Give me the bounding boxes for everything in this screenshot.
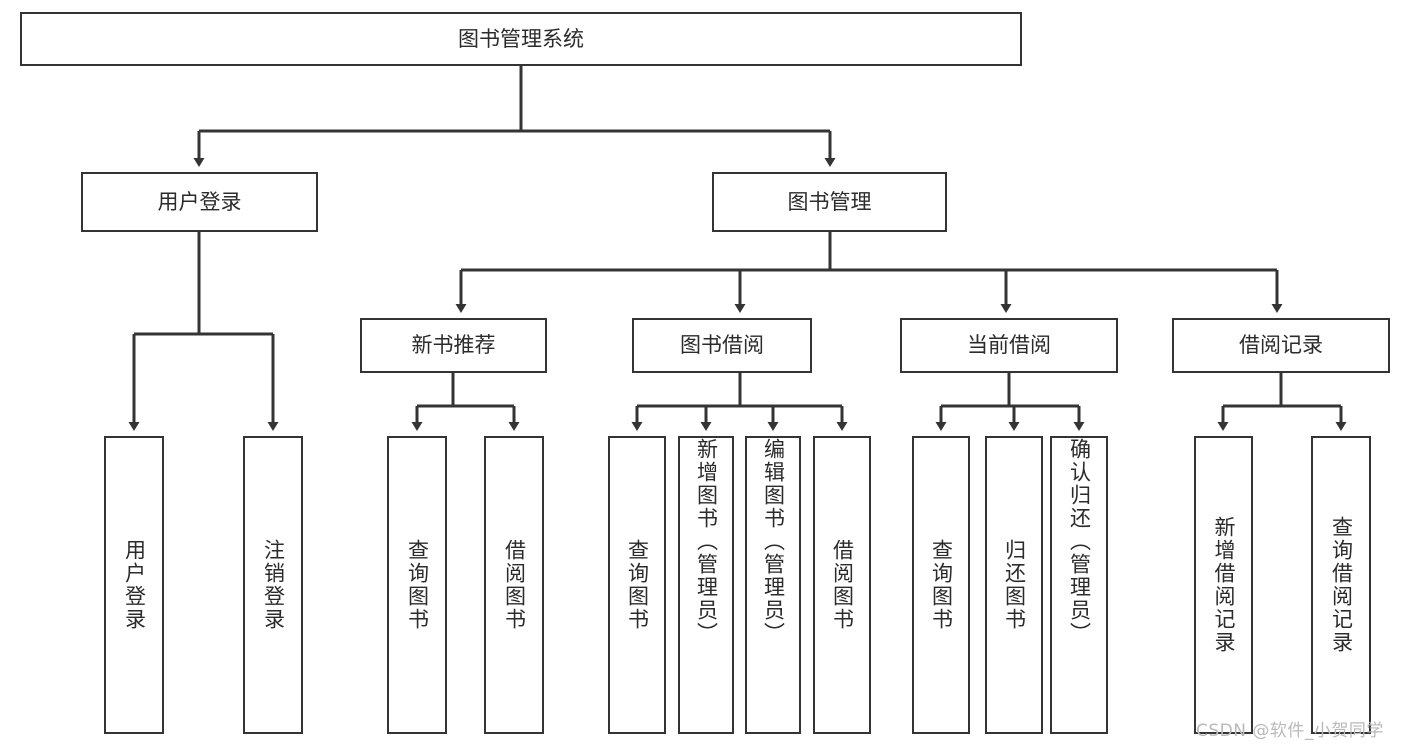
node-user-login-label: 用户登录 — [157, 189, 242, 214]
node-leaf-add-book-admin-label: 新增图书（管理员） — [694, 438, 719, 645]
node-root[interactable]: 图书管理系统 — [20, 12, 1022, 66]
node-leaf-query-borrow-record[interactable]: 查询借阅记录 — [1311, 436, 1371, 734]
node-current-borrow[interactable]: 当前借阅 — [900, 318, 1118, 373]
node-leaf-add-borrow-record-label: 新增借阅记录 — [1212, 516, 1236, 654]
csdn-watermark: CSDN @软件_小贺同学 — [1196, 721, 1384, 741]
node-book-management-label: 图书管理 — [787, 189, 872, 214]
node-leaf-add-borrow-record[interactable]: 新增借阅记录 — [1194, 436, 1253, 734]
node-leaf-edit-book-admin[interactable]: 编辑图书（管理员） — [745, 436, 801, 734]
node-new-book-recommend[interactable]: 新书推荐 — [360, 318, 547, 373]
node-leaf-confirm-return-admin-label: 确认归还（管理员） — [1067, 438, 1092, 645]
node-leaf-borrow-book[interactable]: 借阅图书 — [813, 436, 871, 734]
node-user-login[interactable]: 用户登录 — [81, 172, 318, 232]
node-leaf-user-login[interactable]: 用户登录 — [104, 436, 164, 734]
node-root-label: 图书管理系统 — [458, 26, 584, 51]
node-book-management[interactable]: 图书管理 — [712, 172, 947, 232]
node-leaf-query-book-recommend-label: 查询图书 — [405, 539, 430, 631]
node-leaf-query-book-current-label: 查询图书 — [929, 539, 954, 631]
node-leaf-user-logout-label: 注销登录 — [261, 539, 286, 631]
node-leaf-confirm-return-admin[interactable]: 确认归还（管理员） — [1050, 436, 1108, 734]
node-leaf-edit-book-admin-label: 编辑图书（管理员） — [761, 438, 786, 645]
node-leaf-return-book[interactable]: 归还图书 — [985, 436, 1043, 734]
node-book-borrow-label: 图书借阅 — [680, 333, 764, 358]
node-leaf-query-book-recommend[interactable]: 查询图书 — [387, 436, 447, 734]
node-leaf-user-logout[interactable]: 注销登录 — [243, 436, 303, 734]
node-leaf-borrow-book-label: 借阅图书 — [830, 539, 855, 631]
node-leaf-query-book-current[interactable]: 查询图书 — [912, 436, 970, 734]
node-leaf-add-book-admin[interactable]: 新增图书（管理员） — [678, 436, 734, 734]
node-leaf-query-borrow-record-label: 查询借阅记录 — [1329, 516, 1354, 654]
node-new-book-recommend-label: 新书推荐 — [411, 333, 496, 358]
node-leaf-query-book-borrow[interactable]: 查询图书 — [608, 436, 666, 734]
node-leaf-borrow-book-recommend-label: 借阅图书 — [502, 539, 527, 631]
node-book-borrow[interactable]: 图书借阅 — [632, 318, 812, 373]
node-borrow-record-label: 借阅记录 — [1239, 333, 1323, 358]
node-leaf-return-book-label: 归还图书 — [1002, 539, 1027, 631]
node-borrow-record[interactable]: 借阅记录 — [1172, 318, 1390, 373]
node-leaf-user-login-label: 用户登录 — [122, 539, 147, 631]
node-current-borrow-label: 当前借阅 — [967, 333, 1051, 358]
node-leaf-query-book-borrow-label: 查询图书 — [625, 539, 650, 631]
node-leaf-borrow-book-recommend[interactable]: 借阅图书 — [484, 436, 544, 734]
